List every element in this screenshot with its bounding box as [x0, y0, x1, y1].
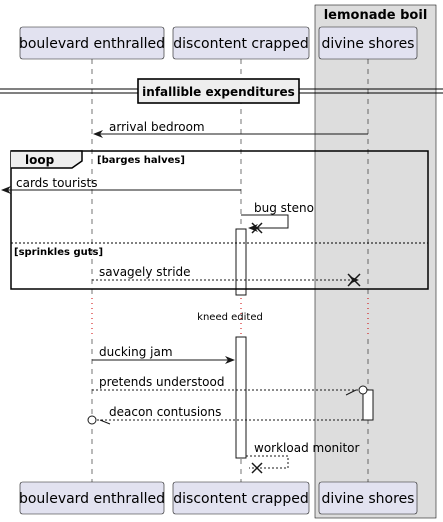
message-label: savagely stride	[99, 265, 191, 279]
message-label: cards tourists	[16, 176, 98, 190]
circle-endpoint-icon	[87, 415, 97, 425]
loop-frame: loop [barges halves] [sprinkles guts]	[10, 150, 429, 290]
group-title: lemonade boil	[324, 8, 428, 23]
participant-label: boulevard enthralled	[19, 36, 165, 52]
message-label: pretends understood	[99, 375, 224, 389]
message-cards-tourists: cards tourists	[1, 176, 241, 194]
message-ducking-jam: ducking jam	[92, 345, 235, 364]
delay-label: kneed edited	[197, 312, 263, 323]
destroy-x-icon	[251, 222, 263, 234]
message-label: ducking jam	[99, 345, 173, 359]
message-deacon-contusions: deacon contusions	[87, 405, 363, 425]
activation-discontent-2	[235, 336, 247, 459]
message-label: deacon contusions	[109, 405, 221, 419]
loop-guard: [barges halves]	[97, 155, 185, 166]
loop-else-guard: [sprinkles guts]	[14, 247, 103, 258]
divider-label: infallible expenditures	[142, 85, 295, 99]
participant-bottom-divine-shores[interactable]: divine shores	[318, 481, 418, 515]
activation-discontent-1	[235, 228, 247, 296]
participant-bottom-boulevard-enthralled[interactable]: boulevard enthralled	[19, 481, 165, 515]
participant-top-discontent-crapped[interactable]: discontent crapped	[172, 26, 310, 60]
participant-label: discontent crapped	[173, 36, 308, 52]
message-savagely-stride: savagely stride	[92, 265, 361, 287]
circle-endpoint-icon	[358, 385, 368, 395]
message-arrival-bedroom: arrival bedroom	[93, 120, 368, 138]
destroy-x-icon	[347, 273, 361, 287]
loop-keyword: loop	[25, 153, 55, 167]
divider: infallible expenditures	[0, 78, 443, 104]
group-box	[314, 4, 437, 519]
participant-label: discontent crapped	[173, 491, 308, 507]
participant-label: divine shores	[322, 491, 415, 507]
destroy-x-icon	[251, 462, 263, 474]
participant-label: divine shores	[322, 36, 415, 52]
message-label: arrival bedroom	[109, 120, 205, 134]
message-bug-steno: bug steno	[241, 201, 314, 234]
participant-top-boulevard-enthralled[interactable]: boulevard enthralled	[19, 26, 165, 60]
message-workload-monitor: workload monitor	[246, 441, 360, 474]
delay: kneed edited	[91, 298, 369, 334]
participant-label: boulevard enthralled	[19, 491, 165, 507]
participant-bottom-discontent-crapped[interactable]: discontent crapped	[172, 481, 310, 515]
activation-divine-shores	[362, 389, 374, 421]
message-pretends-understood: pretends understood	[92, 375, 368, 396]
message-label: workload monitor	[254, 441, 360, 455]
participant-top-divine-shores[interactable]: divine shores	[318, 26, 418, 60]
message-label: bug steno	[254, 201, 314, 215]
